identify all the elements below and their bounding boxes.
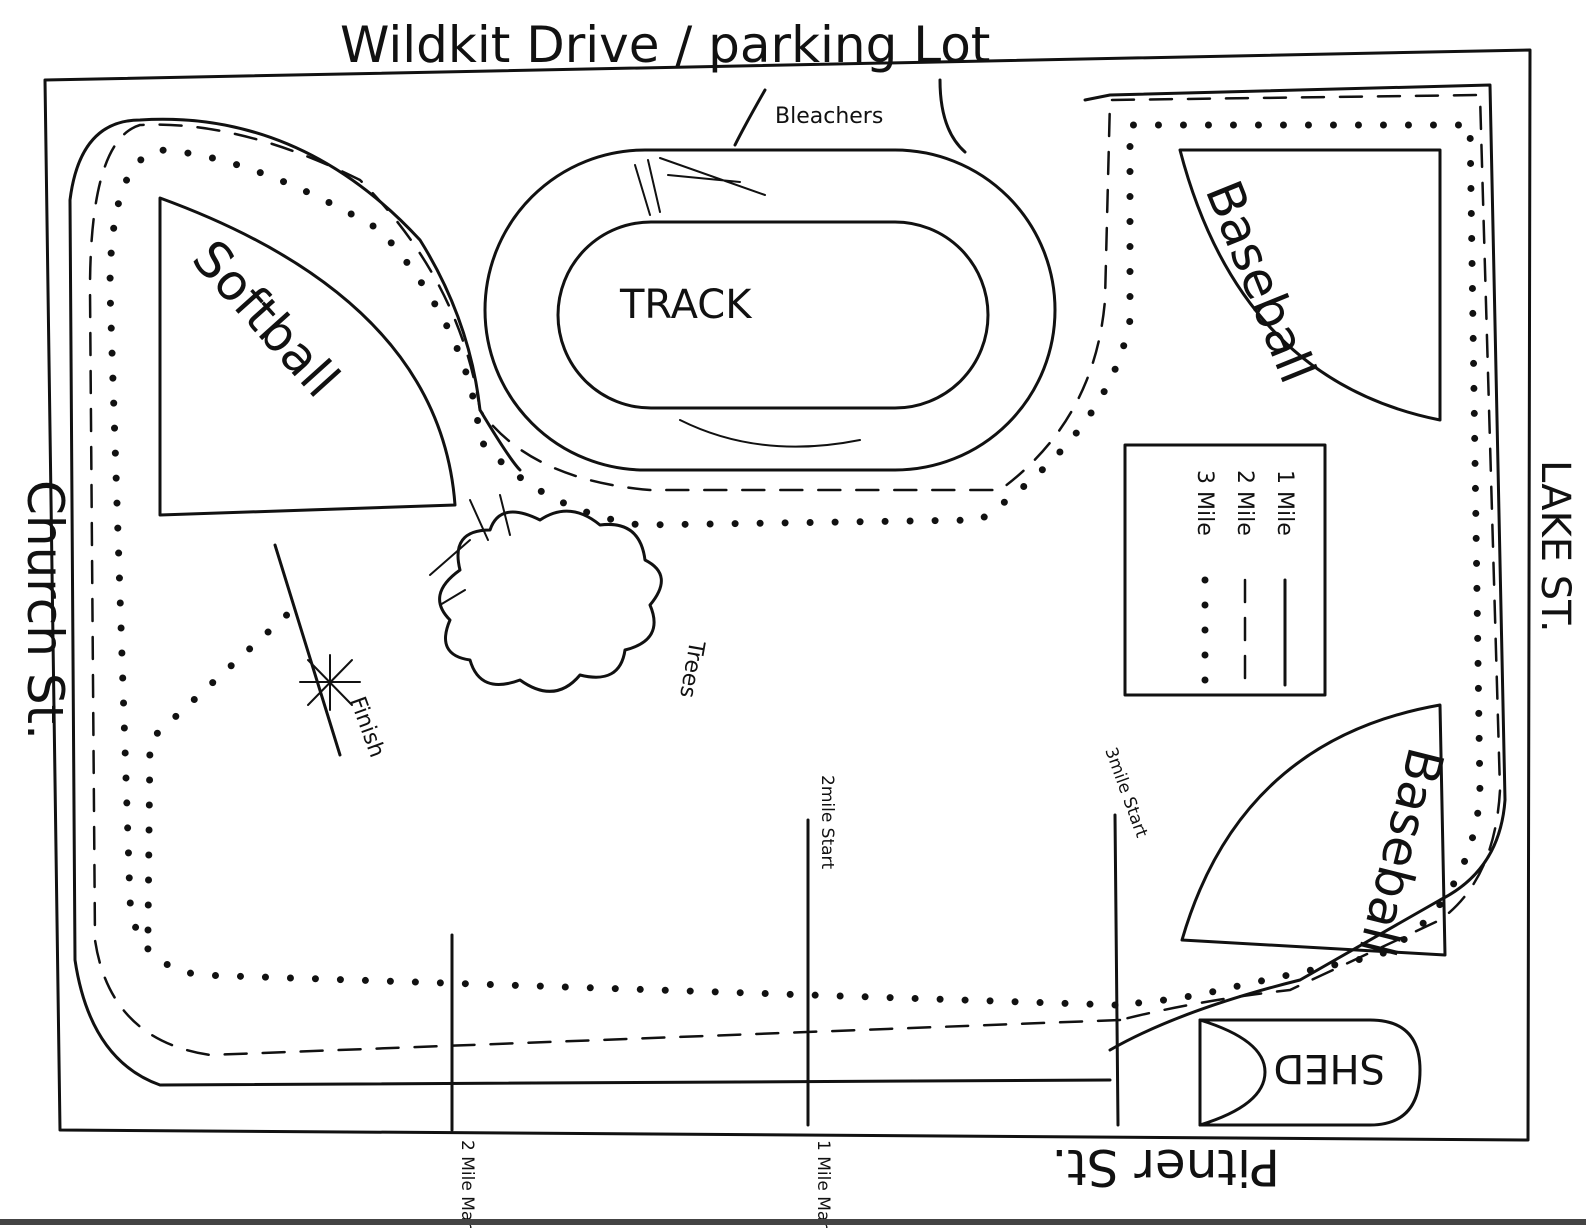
trees-label: Trees — [674, 638, 709, 700]
baseball-field-bottom — [1180, 703, 1447, 957]
three-mile-start-line — [1113, 813, 1120, 1127]
street-right: LAKE ST. — [1532, 460, 1578, 633]
two-mile-start-label: 2mile Start — [817, 775, 837, 870]
legend-item-1-mile: 1 Mile — [1272, 470, 1297, 536]
track-label: TRACK — [619, 282, 753, 328]
legend-item-3-mile: 3 Mile — [1192, 470, 1217, 536]
street-top: Wildkit Drive / parking Lot — [340, 16, 990, 74]
one-mile-mark-label: 1 Mile Mark — [813, 1140, 833, 1228]
route-3-mile — [106, 121, 1484, 1009]
legend — [1123, 443, 1327, 697]
softball-label: Softball — [181, 229, 350, 408]
bleachers-outline — [733, 78, 967, 154]
baseball-field-top — [1178, 148, 1442, 422]
street-bottom: Pitner St. — [1051, 1138, 1280, 1196]
legend-item-2-mile: 2 Mile — [1232, 470, 1257, 536]
shed-label: SHED — [1273, 1045, 1385, 1091]
finish-marker — [273, 543, 361, 757]
route-1-mile — [68, 117, 1112, 1087]
finish-label: Finish — [344, 694, 389, 761]
baseball-bottom-label: Baseball — [1347, 742, 1455, 962]
baseball-top-label: Baseball — [1194, 173, 1327, 391]
street-left: Church St. — [16, 480, 74, 740]
two-mile-mark-label: 2 Mile Mark — [457, 1140, 477, 1228]
bleachers-label: Bleachers — [775, 104, 883, 129]
three-mile-start-label: 3mile Start — [1100, 745, 1151, 841]
finish-route — [144, 608, 294, 934]
shed — [1198, 1018, 1422, 1127]
trees — [429, 494, 663, 693]
track — [483, 148, 1057, 472]
route-2-mile — [88, 93, 1502, 1057]
property-boundary — [43, 48, 1532, 1142]
softball-field — [158, 196, 457, 517]
route-1-mile-right — [1083, 83, 1507, 1052]
